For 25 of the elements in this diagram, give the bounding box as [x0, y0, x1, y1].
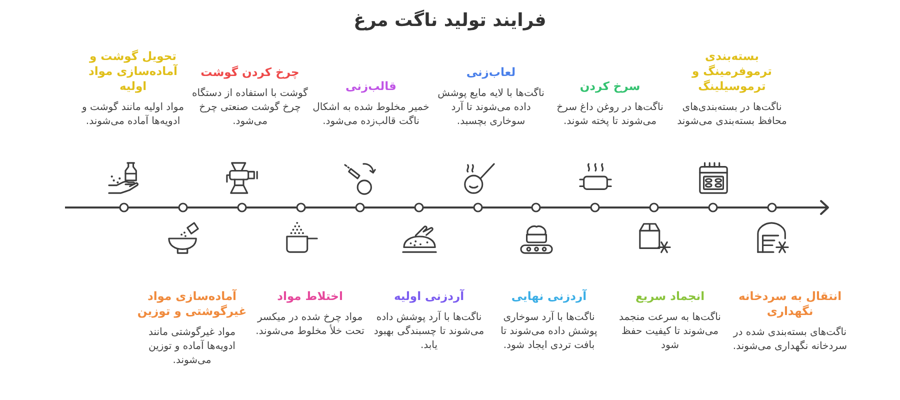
step-description: ناگت‌ها با لایه مایع پوشش داده می‌شوند تا آرد سوخاری بچسبد. [436, 87, 546, 129]
step-description: مواد غیرگوشتی مانند ادویه‌ها آماده و توزین می‌شوند. [148, 326, 236, 368]
step-description: ناگت‌های بسته‌بندی شده در سردخانه نگهداری می‌شوند. [732, 326, 848, 354]
step-description: ناگت‌ها در روغن داغ سرخ می‌شوند تا پخته شوند. [556, 101, 664, 129]
step-description: خمیر مخلوط شده به اشکال ناگت قالب‌زده می‌شود. [312, 101, 430, 129]
step-description: مواد چرخ شده در میکسر تحت خلأ مخلوط می‌شوند. [254, 311, 366, 339]
step-title: سرخ کردن [580, 79, 640, 94]
step-description: ناگت‌ها در بسته‌بندی‌های محافظ بسته‌بندی می‌شوند [676, 101, 788, 129]
step-description: گوشت با استفاده از دستگاه چرخ گوشت صنعتی چرخ می‌شود. [191, 87, 309, 129]
step-title: بسته‌بندی ترموفرمینگ و ترموسیلینگ [690, 49, 773, 94]
step-title: چرخ کردن گوشت [200, 65, 300, 80]
step-title: انتقال به سردخانه نگهداری [737, 289, 843, 319]
step-title: قالب‌زنی [346, 79, 396, 94]
step-title: انجماد سریع [635, 289, 705, 304]
step-title: لعاب‌زنی [466, 65, 516, 80]
step-title: اختلاط مواد [277, 289, 343, 304]
step-title: آردزنی اولیه [394, 289, 464, 304]
step-description: ناگت‌ها به سرعت منجمد می‌شوند تا کیفیت حفظ شود [618, 311, 722, 353]
step-description: ناگت‌ها با آرد سوخاری پوشش داده می‌شوند تا بافت تردی ایجاد شود. [500, 311, 598, 353]
step-title: تحویل گوشت و آماده‌سازی مواد اولیه [87, 49, 179, 94]
step-description: مواد اولیه مانند گوشت و ادویه‌ها آماده می‌شوند. [80, 101, 185, 129]
step-description: ناگت‌ها با آرد پوشش داده می‌شوند تا چسبندگی بهبود یابد. [372, 311, 486, 353]
diagram-title: فرایند تولید ناگت مرغ [354, 9, 546, 33]
step-title: آردزنی نهایی [511, 289, 587, 304]
step-title: آماده‌سازی مواد غیرگوشتی و توزین [136, 289, 248, 319]
